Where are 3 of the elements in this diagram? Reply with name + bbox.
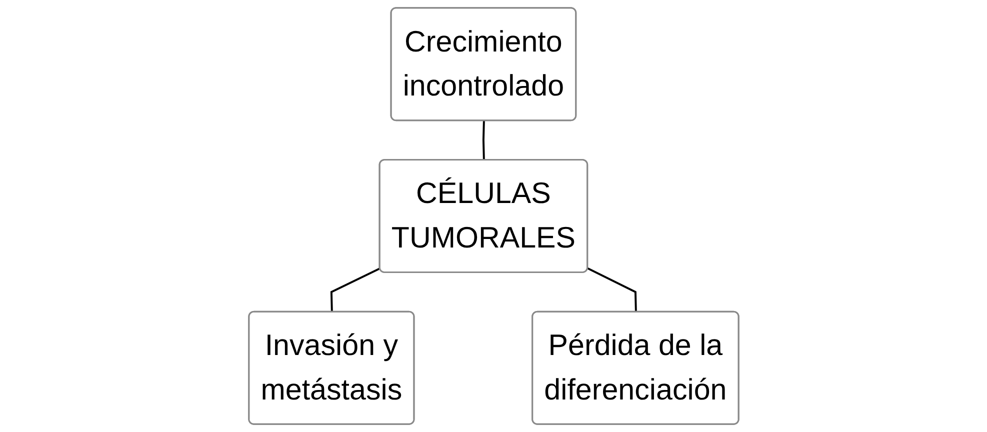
connector: [330, 267, 380, 312]
connector: [482, 120, 485, 160]
connector: [587, 268, 637, 312]
